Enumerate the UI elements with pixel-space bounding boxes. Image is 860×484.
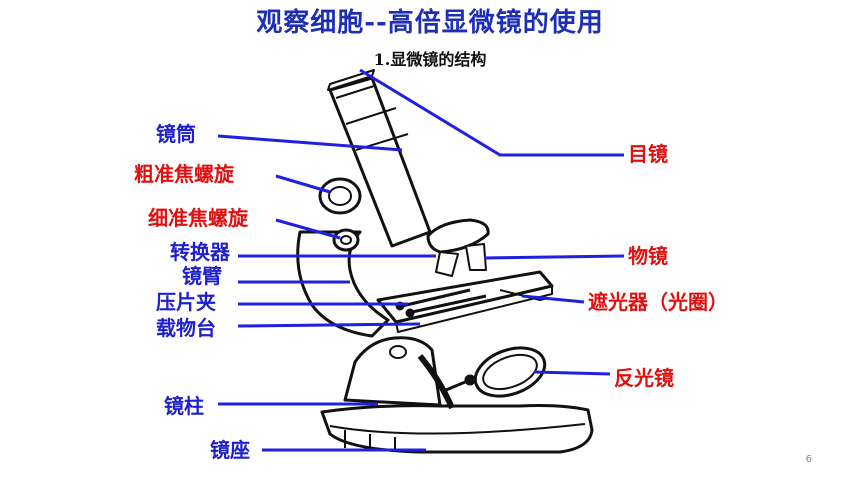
nosepiece [426, 218, 490, 254]
label-jingtong: 镜筒 [156, 122, 196, 146]
label-jingbi: 镜臂 [182, 264, 222, 288]
page-number: 6 [805, 454, 812, 465]
coarse-focus-knob [318, 177, 362, 215]
objective-lenses [435, 243, 487, 277]
label-zheguangqi: 遮光器（光圈） [588, 290, 728, 314]
slide-title: 观察细胞--高倍显微镜的使用 [256, 8, 604, 38]
label-mujing: 目镜 [628, 142, 668, 166]
label-fanguangjing: 反光镜 [614, 366, 674, 390]
fine-focus-knob [332, 228, 360, 252]
label-wujing: 物镜 [628, 244, 668, 268]
label-xizhunjiao: 细准焦螺旋 [148, 206, 248, 230]
label-zhuanhuanqi: 转换器 [170, 240, 230, 264]
label-cuzhunjiao: 粗准焦螺旋 [134, 162, 234, 186]
leader-line-wujing [483, 254, 625, 260]
microscope-pillar [343, 336, 442, 407]
leader-line-zaiwutai [237, 322, 421, 328]
leader-line-jingtong [217, 134, 403, 152]
label-jingzuo: 镜座 [210, 438, 250, 462]
leader-line-mujing [359, 68, 624, 157]
label-yapianjia: 压片夹 [156, 290, 216, 314]
mirror [473, 346, 547, 398]
label-jingzhu: 镜柱 [164, 394, 204, 418]
leader-line-zheguangqi [521, 294, 585, 304]
microscope-drawing [296, 69, 594, 454]
leader-line-xizhunjiao [275, 218, 341, 240]
label-zaiwutai: 载物台 [156, 316, 216, 340]
leader-line-cuzhunjiao [275, 174, 331, 194]
leader-line-fanguangjing [533, 370, 611, 376]
leader-lines [217, 68, 625, 452]
stage-clips [401, 288, 487, 314]
slide-subtitle: 1.显微镜的结构 [373, 50, 487, 69]
microscope-base [320, 404, 594, 454]
